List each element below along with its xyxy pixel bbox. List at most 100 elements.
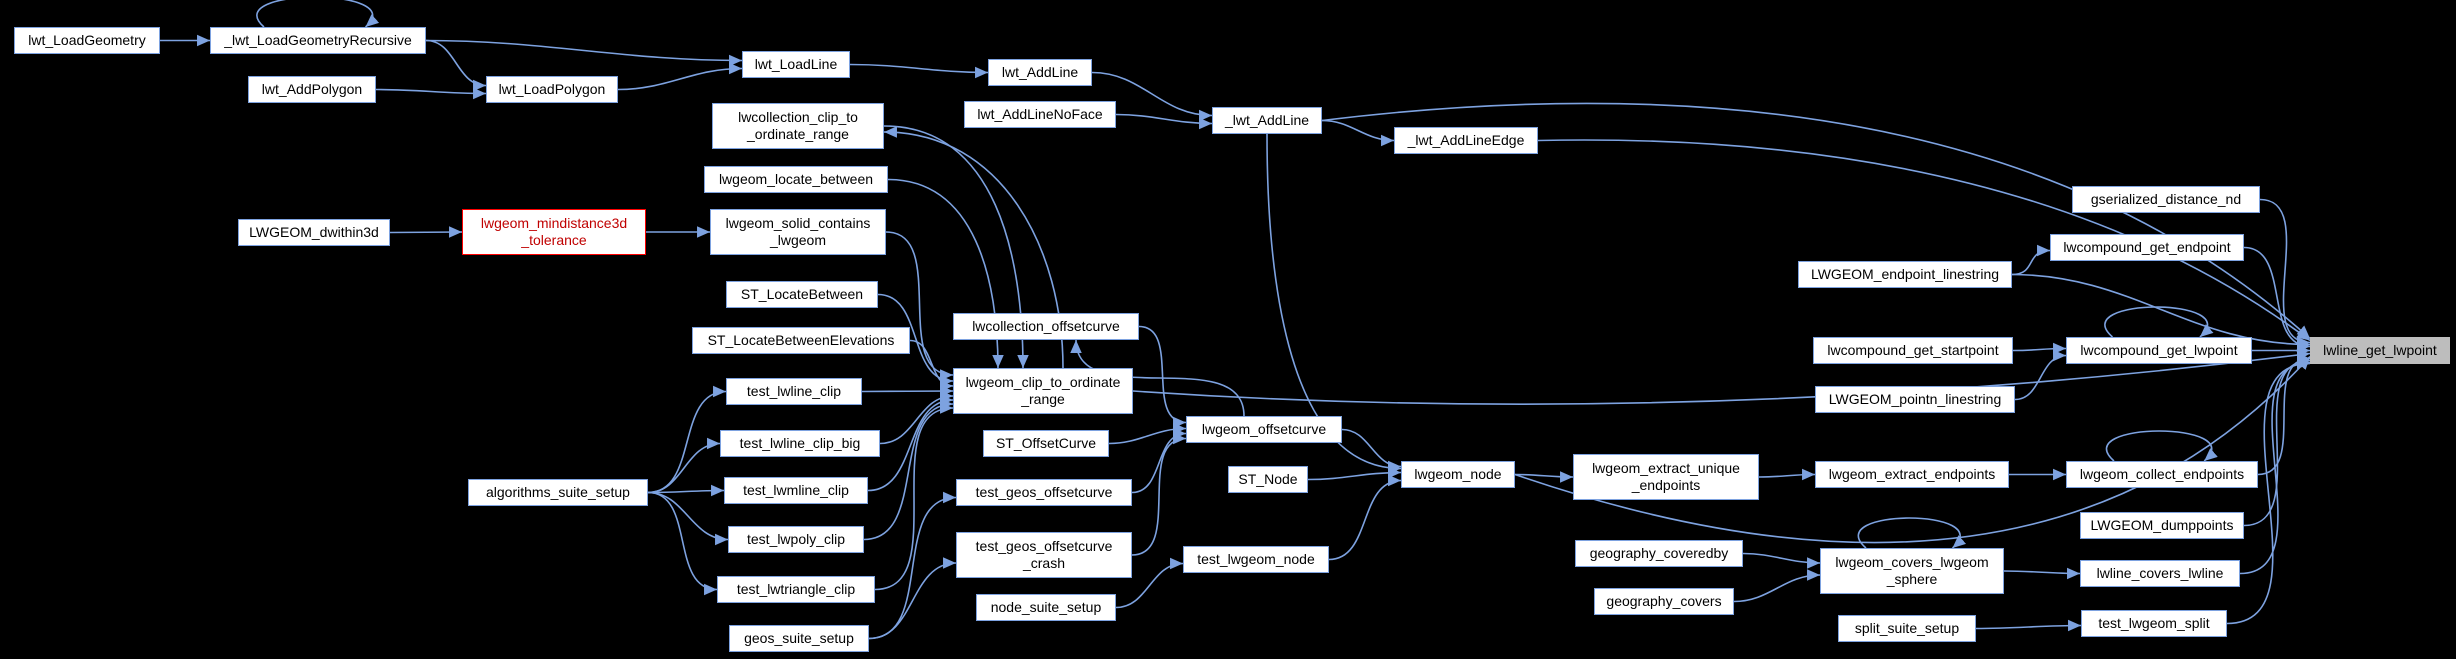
call-edge-algorithms_suite_setup-to-test_lwmline_clip [647, 484, 725, 497]
call-edge-test_lwgeom_split-to-lwline_get_lwpoint [2226, 357, 2311, 625]
graph-node-lwt_LoadLine[interactable]: lwt_LoadLine [742, 51, 850, 78]
graph-node-lwline_covers_lwline[interactable]: lwline_covers_lwline [2080, 560, 2240, 587]
graph-node-test_geos_offsetcurve_crash[interactable]: test_geos_offsetcurve _crash [956, 532, 1132, 578]
call-edge-lwcompound_get_endpoint-to-lwline_get_lwpoint [2243, 246, 2311, 353]
call-edge-lwt_LoadLine-to-lwt_AddLine [849, 63, 989, 79]
call-edge-LWGEOM_dwithin3d-to-lwgeom_mindistance3d_tolerance [389, 226, 463, 238]
call-edge-ST_LocateBetween-to-lwgeom_clip_to_ordinate_range [877, 293, 954, 387]
graph-node-geos_suite_setup[interactable]: geos_suite_setup [729, 625, 869, 652]
graph-node-ST_OffsetCurve[interactable]: ST_OffsetCurve [983, 430, 1109, 457]
call-edge-lwgeom_node-to-lwline_get_lwpoint [1514, 355, 2311, 544]
graph-node-lwgeom_mindistance3d_tolerance[interactable]: lwgeom_mindistance3d _tolerance [462, 209, 646, 255]
graph-node-lwt_AddPolygon[interactable]: lwt_AddPolygon [248, 76, 376, 103]
graph-node-_lwt_LoadGeometryRecursive[interactable]: _lwt_LoadGeometryRecursive [210, 27, 426, 54]
graph-node-lwgeom_extract_endpoints[interactable]: lwgeom_extract_endpoints [1815, 461, 2009, 488]
graph-node-lwgeom_clip_to_ordinate_range[interactable]: lwgeom_clip_to_ordinate _range [953, 368, 1133, 414]
call-edge-_lwt_LoadGeometryRecursive-to-_lwt_LoadGeometryRecursive [256, 0, 380, 28]
call-edge-geography_coveredby-to-lwgeom_covers_lwgeom_sphere [1742, 552, 1821, 569]
graph-node-gserialized_distance_nd[interactable]: gserialized_distance_nd [2072, 186, 2260, 213]
call-edge-_lwt_AddLineEdge-to-lwline_get_lwpoint [1537, 139, 2311, 342]
call-edge-geos_suite_setup-to-test_geos_offsetcurve [868, 491, 957, 640]
graph-node-test_geos_offsetcurve[interactable]: test_geos_offsetcurve [956, 479, 1132, 506]
call-edge-lwt_AddLine-to-_lwt_AddLine [1091, 71, 1213, 122]
graph-node-lwgeom_collect_endpoints[interactable]: lwgeom_collect_endpoints [2066, 461, 2258, 488]
call-edge-LWGEOM_endpoint_linestring-to-lwcompound_get_endpoint [2011, 244, 2051, 276]
call-edge-lwt_AddPolygon-to-lwt_LoadPolygon [375, 87, 487, 100]
call-edge-_lwt_AddLine-to-lwgeom_node [1266, 133, 1402, 475]
call-edge-test_lwtriangle_clip-to-lwgeom_clip_to_ordinate_range [874, 402, 954, 591]
graph-node-algorithms_suite_setup[interactable]: algorithms_suite_setup [468, 479, 648, 506]
call-edge-lwgeom_extract_unique_endpoints-to-lwgeom_extract_endpoints [1758, 468, 1816, 481]
call-edge-lwgeom_clip_to_ordinate_range-to-lwline_get_lwpoint [1132, 349, 2311, 405]
call-edge-node_suite_setup-to-test_lwgeom_node [1115, 557, 1184, 609]
call-edge-test_lwgeom_node-to-lwgeom_node [1328, 474, 1402, 561]
graph-node-lwgeom_node[interactable]: lwgeom_node [1401, 461, 1515, 488]
graph-node-lwt_AddLineNoFace[interactable]: lwt_AddLineNoFace [964, 101, 1116, 128]
graph-node-test_lwtriangle_clip[interactable]: test_lwtriangle_clip [717, 576, 875, 603]
call-edge-algorithms_suite_setup-to-test_lwtriangle_clip [647, 491, 718, 596]
graph-node-test_lwline_clip_big[interactable]: test_lwline_clip_big [720, 430, 880, 457]
graph-node-lwcompound_get_lwpoint[interactable]: lwcompound_get_lwpoint [2066, 337, 2252, 364]
graph-node-LWGEOM_endpoint_linestring[interactable]: LWGEOM_endpoint_linestring [1798, 261, 2012, 288]
graph-node-test_lwmline_clip[interactable]: test_lwmline_clip [724, 477, 868, 504]
call-edge-algorithms_suite_setup-to-test_lwline_clip [647, 385, 727, 494]
graph-node-lwt_AddLine[interactable]: lwt_AddLine [988, 59, 1092, 86]
graph-node-lwgeom_offsetcurve[interactable]: lwgeom_offsetcurve [1186, 416, 1342, 443]
graph-node-LWGEOM_pointn_linestring[interactable]: LWGEOM_pointn_linestring [1815, 386, 2015, 413]
call-edge-lwgeom_offsetcurve-to-lwcollection_offsetcurve [1070, 339, 1245, 417]
call-edge-split_suite_setup-to-test_lwgeom_split [1975, 619, 2082, 632]
graph-node-test_lwline_clip[interactable]: test_lwline_clip [726, 378, 862, 405]
graph-node-LWGEOM_dumppoints[interactable]: LWGEOM_dumppoints [2080, 512, 2244, 539]
call-edge-LWGEOM_pointn_linestring-to-lwcompound_get_lwpoint [2014, 349, 2067, 401]
graph-node-split_suite_setup[interactable]: split_suite_setup [1838, 615, 1976, 642]
call-edge-ST_Node-to-lwgeom_node [1307, 466, 1402, 481]
call-edge-_lwt_LoadGeometryRecursive-to-lwt_LoadPolygon [425, 39, 487, 92]
graph-node-LWGEOM_dwithin3d[interactable]: LWGEOM_dwithin3d [238, 219, 390, 246]
call-edge-lwt_AddLineNoFace-to-_lwt_AddLine [1115, 113, 1213, 130]
call-edge-test_lwline_clip-to-lwgeom_clip_to_ordinate_range [861, 385, 954, 397]
call-edge-lwgeom_covers_lwgeom_sphere-to-lwline_covers_lwline [2003, 567, 2081, 580]
call-edge-lwgeom_offsetcurve-to-lwgeom_node [1341, 428, 1402, 473]
call-edge-algorithms_suite_setup-to-test_lwpoly_clip [647, 491, 729, 546]
graph-node-geography_covers[interactable]: geography_covers [1594, 588, 1734, 615]
call-edge-_lwt_LoadGeometryRecursive-to-lwt_LoadLine [425, 39, 743, 67]
graph-node-lwt_LoadPolygon[interactable]: lwt_LoadPolygon [486, 76, 618, 103]
call-edge-lwcollection_offsetcurve-to-lwgeom_offsetcurve [1138, 325, 1187, 429]
call-edge-lwt_LoadPolygon-to-lwt_LoadLine [617, 62, 743, 91]
graph-node-lwcollection_clip_to_ordinate_range[interactable]: lwcollection_clip_to _ordinate_range [712, 103, 884, 149]
graph-node-test_lwgeom_node[interactable]: test_lwgeom_node [1183, 546, 1329, 573]
graph-node-lwt_LoadGeometry[interactable]: lwt_LoadGeometry [14, 27, 160, 54]
call-edge-gserialized_distance_nd-to-lwline_get_lwpoint [2259, 198, 2311, 349]
graph-node-lwgeom_solid_contains_lwgeom[interactable]: lwgeom_solid_contains _lwgeom [710, 209, 886, 255]
graph-node-lwgeom_covers_lwgeom_sphere[interactable]: lwgeom_covers_lwgeom _sphere [1820, 548, 2004, 594]
call-edge-test_lwmline_clip-to-lwgeom_clip_to_ordinate_range [867, 394, 954, 492]
call-edge-LWGEOM_endpoint_linestring-to-lwline_get_lwpoint [2011, 273, 2311, 351]
call-edge-ST_LocateBetweenElevations-to-lwgeom_clip_to_ordinate_range [909, 339, 954, 392]
graph-node-lwcollection_offsetcurve[interactable]: lwcollection_offsetcurve [953, 313, 1139, 340]
call-edge-test_geos_offsetcurve_crash-to-lwgeom_offsetcurve [1131, 432, 1187, 556]
call-edge-lwcompound_get_lwpoint-to-lwcompound_get_lwpoint [2104, 306, 2214, 338]
call-edge-lwcompound_get_startpoint-to-lwcompound_get_lwpoint [2012, 342, 2067, 355]
graph-node-lwgeom_locate_between[interactable]: lwgeom_locate_between [704, 166, 888, 193]
graph-node-ST_LocateBetween[interactable]: ST_LocateBetween [726, 281, 878, 308]
graph-node-ST_LocateBetweenElevations[interactable]: ST_LocateBetweenElevations [692, 327, 910, 354]
call-edge-_lwt_AddLine-to-_lwt_AddLineEdge [1321, 119, 1395, 147]
graph-node-test_lwpoly_clip[interactable]: test_lwpoly_clip [728, 526, 864, 553]
graph-node-test_lwgeom_split[interactable]: test_lwgeom_split [2081, 610, 2227, 637]
call-edge-test_lwpoly_clip-to-lwgeom_clip_to_ordinate_range [863, 398, 954, 541]
graph-node-lwcompound_get_endpoint[interactable]: lwcompound_get_endpoint [2050, 234, 2244, 261]
graph-node-ST_Node[interactable]: ST_Node [1228, 466, 1308, 493]
call-edge-algorithms_suite_setup-to-test_lwline_clip_big [647, 437, 721, 494]
call-edge-geography_covers-to-lwgeom_covers_lwgeom_sphere [1733, 569, 1821, 603]
graph-node-lwgeom_extract_unique_endpoints[interactable]: lwgeom_extract_unique _endpoints [1573, 454, 1759, 500]
graph-node-lwline_get_lwpoint: lwline_get_lwpoint [2310, 337, 2450, 364]
graph-node-_lwt_AddLine[interactable]: _lwt_AddLine [1212, 107, 1322, 134]
graph-node-lwcompound_get_startpoint[interactable]: lwcompound_get_startpoint [1813, 337, 2013, 364]
call-edge-lwgeom_collect_endpoints-to-lwgeom_collect_endpoints [2105, 430, 2218, 462]
call-edge-lwgeom_covers_lwgeom_sphere-to-lwgeom_covers_lwgeom_sphere [1857, 517, 1967, 549]
graph-node-node_suite_setup[interactable]: node_suite_setup [976, 594, 1116, 621]
graph-node-_lwt_AddLineEdge[interactable]: _lwt_AddLineEdge [1394, 127, 1538, 154]
graph-node-geography_coveredby[interactable]: geography_coveredby [1575, 540, 1743, 567]
